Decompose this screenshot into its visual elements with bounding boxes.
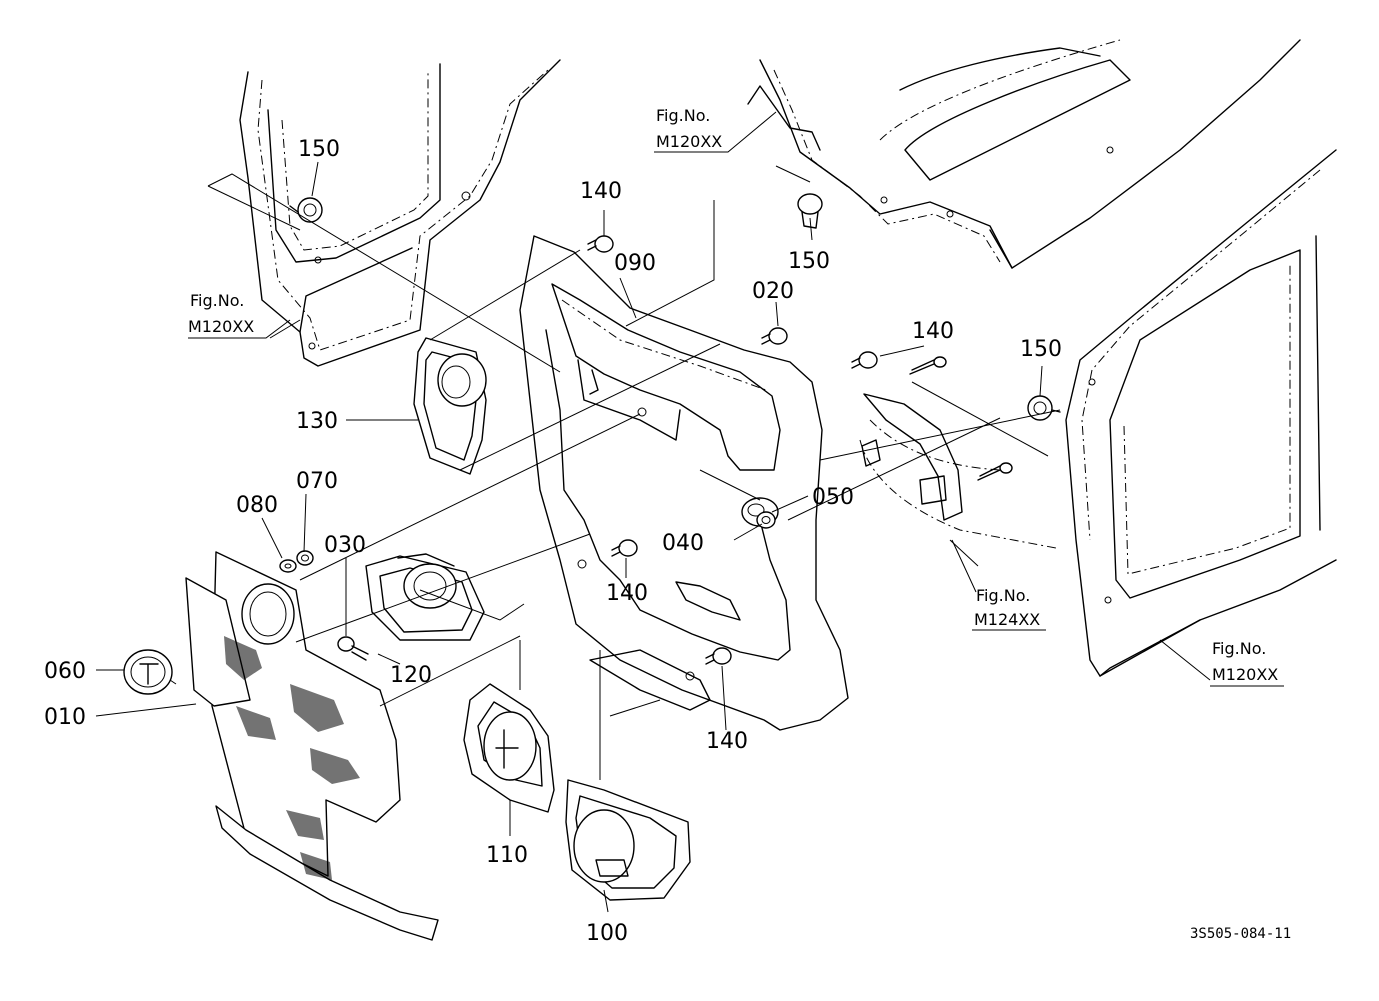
- callout-150-top: 150: [788, 249, 830, 274]
- bolt-140-mid: [611, 539, 638, 557]
- callout-110: 110: [486, 843, 528, 868]
- bolt-030: [337, 636, 369, 661]
- callout-140-top: 140: [580, 179, 622, 204]
- bolt-020: [761, 327, 788, 345]
- bolt-140-top: [587, 235, 614, 253]
- callout-070: 070: [296, 469, 338, 494]
- hood-panel: [747, 39, 1301, 269]
- lamp-bezel-100: [565, 779, 691, 901]
- callout-120: 120: [390, 663, 432, 688]
- front-grille-010: [185, 551, 439, 941]
- callout-080: 080: [236, 493, 278, 518]
- figure-ref-mid-code: M124XX: [974, 610, 1040, 629]
- clip-150-right: [1027, 395, 1061, 421]
- nut-070: [296, 550, 314, 566]
- assembly-lines: [207, 165, 1211, 780]
- right-cab-frame: [1065, 149, 1337, 677]
- callout-130: 130: [296, 409, 338, 434]
- callout-050: 050: [812, 485, 854, 510]
- screw-bracket-upper: [909, 356, 947, 375]
- callout-040: 040: [662, 531, 704, 556]
- callout-140-mid: 140: [606, 581, 648, 606]
- figure-ref-left-label: Fig.No.: [190, 291, 244, 310]
- callout-140-bottom: 140: [706, 729, 748, 754]
- figure-ref-top: Fig.No. M120XX: [654, 106, 777, 153]
- screw-bracket-lower: [977, 462, 1013, 481]
- callout-010: 010: [44, 705, 86, 730]
- callout-140-right: 140: [912, 319, 954, 344]
- lamp-bezel-110: [463, 683, 555, 813]
- callout-leaders: [95, 161, 1043, 913]
- callout-labels: 010 020 030 040 050 060 070 080 090 100 …: [44, 137, 1062, 946]
- washer-080: [279, 559, 297, 573]
- callout-030: 030: [324, 533, 366, 558]
- bolt-140-right: [851, 351, 878, 369]
- figure-ref-right-code: M120XX: [1212, 665, 1278, 684]
- callout-090: 090: [614, 251, 656, 276]
- lamp-housing-120: [365, 553, 485, 641]
- clip-150-top: [797, 193, 823, 229]
- callout-150-left: 150: [298, 137, 340, 162]
- figure-ref-top-code: M120XX: [656, 132, 722, 151]
- figure-ref-right-label: Fig.No.: [1212, 639, 1266, 658]
- figure-ref-mid-label: Fig.No.: [976, 586, 1030, 605]
- emblem-060: [123, 649, 177, 695]
- figure-ref-right: Fig.No. M120XX: [1210, 639, 1284, 687]
- lamp-housing-130: [413, 337, 487, 475]
- figure-ref-top-label: Fig.No.: [656, 106, 710, 125]
- left-cab-frame: [239, 59, 561, 367]
- figure-ref-mid: Fig.No. M124XX: [951, 539, 1046, 631]
- clip-150-left: [289, 197, 323, 223]
- callout-020: 020: [752, 279, 794, 304]
- callout-060: 060: [44, 659, 86, 684]
- bolt-140-bottom: [705, 647, 732, 665]
- figure-ref-left-code: M120XX: [188, 317, 254, 336]
- grille-mesh: [224, 636, 360, 880]
- front-frame-090: [519, 235, 849, 731]
- figure-ref-left: Fig.No. M120XX: [188, 291, 291, 339]
- callout-100: 100: [586, 921, 628, 946]
- drawing-code: 3S505-084-11: [1190, 926, 1291, 942]
- callout-150-right: 150: [1020, 337, 1062, 362]
